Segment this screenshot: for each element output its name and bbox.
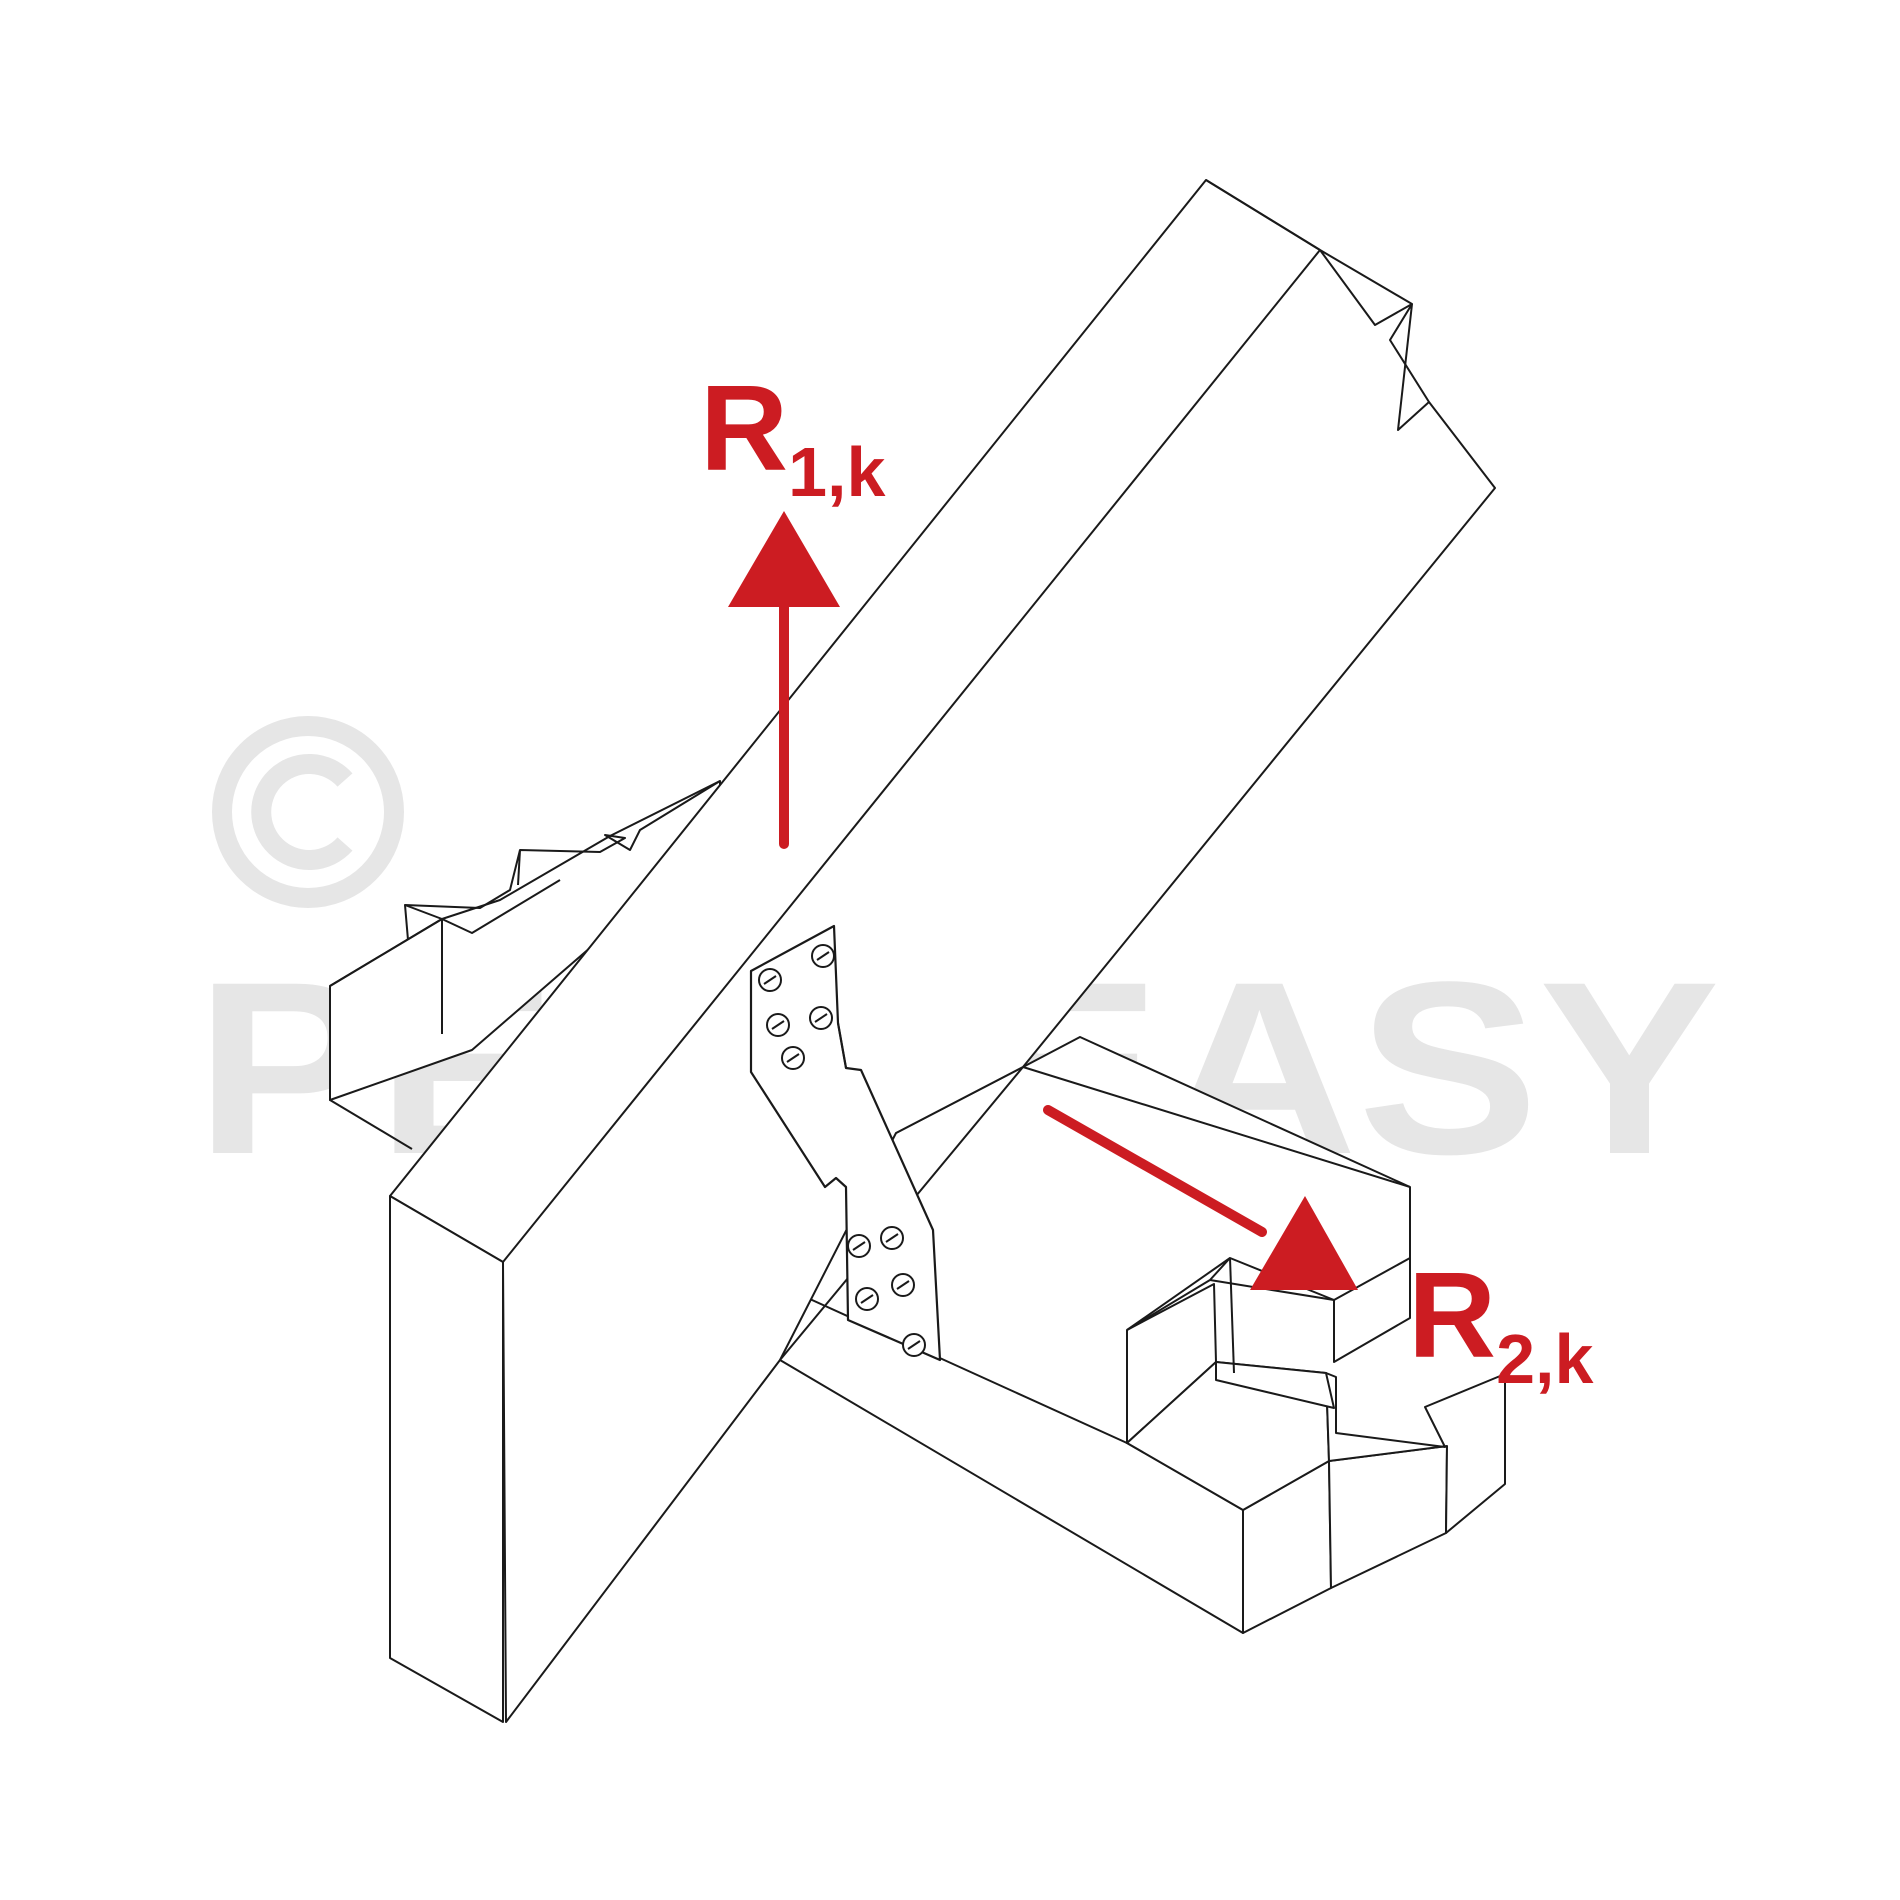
screw-group [758,944,926,1357]
wall-plate-right [779,1283,1506,1634]
rafter [389,179,1496,1723]
screw [811,944,835,968]
copyright-icon [212,716,404,908]
timber-linework [329,179,1506,1723]
screw [902,1333,926,1357]
wall-plate-left [329,780,721,1150]
screw [781,1046,805,1070]
label-r2-sub: 2,k [1496,1320,1593,1398]
hurricane-tie-plate-icon [749,924,942,1362]
screw [758,968,782,992]
force-arrow-r1 [728,511,840,849]
label-r1-sub: 1,k [788,433,885,511]
label-r2-main: R [1408,1247,1496,1383]
screw [891,1273,915,1297]
force-arrow-r2 [1043,1105,1358,1290]
label-r2: R2,k [1408,1247,1593,1398]
screw [809,1006,833,1030]
screw [766,1013,790,1037]
label-r1-main: R [700,360,788,496]
screw [847,1234,871,1258]
label-r1: R1,k [700,360,885,511]
screw [855,1287,879,1311]
screw [880,1226,904,1250]
